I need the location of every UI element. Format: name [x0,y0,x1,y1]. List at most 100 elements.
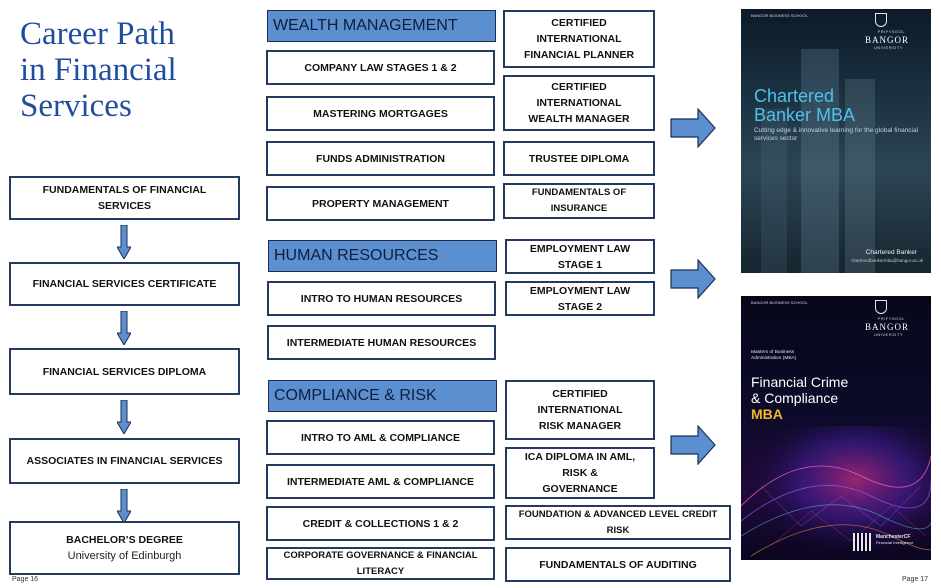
section-header-wealth: WEALTH MANAGEMENT [267,10,496,42]
qualification-line: FOUNDATION & ADVANCED LEVEL CREDIT RISK [518,508,718,536]
title-line-2: in Financial [20,52,177,88]
qualification-box: CERTIFIED INTERNATIONAL WEALTH MANAGER [503,75,655,131]
course-label: INTERMEDIATE HUMAN RESOURCES [286,336,477,349]
qualification-box: EMPLOYMENT LAW STAGE 1 [505,239,655,274]
uni-tag: UNIVERSITY [873,45,903,50]
path-label: BACHELOR’S DEGREE [66,534,183,546]
course-label: MASTERING MORTGAGES [313,107,448,120]
building-graphic [761,109,787,273]
qualification-box: FUNDAMENTALS OF INSURANCE [503,183,655,219]
qualification-line: EMPLOYMENT LAW STAGE 1 [529,242,631,271]
cover-title: Financial Crime & Compliance [751,374,926,406]
path-label: FINANCIAL SERVICES CERTIFICATE [32,278,217,290]
course-box: FUNDS ADMINISTRATION [266,141,495,176]
path-box-associates: ASSOCIATES IN FINANCIAL SERVICES [9,438,240,484]
qualification-line: CERTIFIED INTERNATIONAL [536,17,622,45]
brochure-cover-chartered-banker: BANGOR BUSINESS SCHOOL PRIFYSGOL BANGOR … [741,9,931,273]
uni-name: BANGOR [864,35,909,45]
partner-tag: Financial Intelligence [876,540,914,545]
qualification-line: FUNDAMENTALS OF AUDITING [539,558,697,571]
uni-tag: UNIVERSITY [873,332,903,337]
right-arrow-icon [670,259,716,299]
right-arrow-icon [670,425,716,465]
building-graphic [801,49,839,273]
course-box: INTRO TO HUMAN RESOURCES [267,281,496,316]
course-label: CREDIT & COLLECTIONS 1 & 2 [302,517,459,530]
crest-icon [875,300,887,314]
partner-logo: ManchesterCF Financial Intelligence [876,534,931,546]
path-box-bachelors: BACHELOR’S DEGREE University of Edinburg… [9,521,240,575]
qualification-box: CERTIFIED INTERNATIONAL FINANCIAL PLANNER [503,10,655,68]
down-arrow-icon [117,400,131,434]
page-title: Career Path in Financial Services [20,16,250,124]
partner-logo-icon [853,533,871,551]
page-number-left: Page 16 [12,576,39,583]
qualification-box: CERTIFIED INTERNATIONAL RISK MANAGER [505,380,655,440]
path-box-certificate: FINANCIAL SERVICES CERTIFICATE [9,262,240,306]
qualification-line: EMPLOYMENT LAW STAGE 2 [529,284,631,313]
path-label: FINANCIAL SERVICES DIPLOMA [42,365,207,378]
course-box: INTRO TO AML & COMPLIANCE [266,420,495,455]
title-line-1: Career Path [20,16,175,52]
cover-subheading-line: Administration (MBA) [751,356,797,361]
path-sublabel: University of Edinburgh [67,550,182,562]
qualification-line: WEALTH MANAGER [528,113,630,125]
school-name: BANGOR BUSINESS SCHOOL [751,13,808,18]
course-label: INTRO TO HUMAN RESOURCES [300,292,463,305]
section-header-hr: HUMAN RESOURCES [268,240,497,272]
cover-brand: Chartered Banker [865,249,917,256]
qualification-box: TRUSTEE DIPLOMA [503,141,655,176]
course-label: PROPERTY MANAGEMENT [312,197,449,210]
section-header-compliance: COMPLIANCE & RISK [268,380,497,412]
uni-name: BANGOR [864,322,909,332]
qualification-line: CERTIFIED INTERNATIONAL [537,388,623,416]
qualification-box: ICA DIPLOMA IN AML, RISK & GOVERNANCE [505,447,655,499]
qualification-line: FUNDAMENTALS OF INSURANCE [531,187,627,214]
course-label: COMPANY LAW STAGES 1 & 2 [304,61,457,74]
cover-title: Chartered Banker MBA [754,87,924,125]
qualification-line: TRUSTEE DIPLOMA [528,152,630,165]
course-box: MASTERING MORTGAGES [266,96,495,131]
partner-name: ManchesterCF [876,534,911,540]
building-graphic [845,79,875,273]
course-box: INTERMEDIATE AML & COMPLIANCE [266,464,495,499]
course-box: COMPANY LAW STAGES 1 & 2 [266,50,495,85]
cover-title-line: & Compliance [751,390,839,406]
cover-subheading-line: Masters of Business [751,350,795,355]
qualification-line: GOVERNANCE [542,483,618,495]
path-label: FUNDAMENTALS OF FINANCIAL SERVICES [42,184,207,212]
path-box-fundamentals: FUNDAMENTALS OF FINANCIAL SERVICES [9,176,240,220]
course-box: CORPORATE GOVERNANCE & FINANCIAL LITERAC… [266,547,495,580]
page-number-right: Page 17 [902,576,929,583]
course-label: INTRO TO AML & COMPLIANCE [300,431,461,444]
school-name: BANGOR BUSINESS SCHOOL [751,300,808,305]
cover-title-line: Financial Crime [751,374,849,390]
cover-title-line: Banker MBA [754,105,856,125]
uni-prefix: PRIFYSGOL [877,29,905,34]
course-box: INTERMEDIATE HUMAN RESOURCES [267,325,496,360]
course-label: INTERMEDIATE AML & COMPLIANCE [286,475,475,488]
path-label: ASSOCIATES IN FINANCIAL SERVICES [26,455,223,467]
qualification-line: RISK MANAGER [538,420,622,432]
cover-description: Cutting edge & innovative learning for t… [754,127,919,142]
qualification-line: CERTIFIED INTERNATIONAL [536,81,622,109]
network-graphic [741,426,931,560]
course-label: CORPORATE GOVERNANCE & FINANCIAL LITERAC… [283,549,478,577]
down-arrow-icon [117,225,131,259]
qualification-line: ICA DIPLOMA IN AML, RISK & [524,451,636,479]
course-label: FUNDS ADMINISTRATION [316,152,445,165]
cover-email: charteredbankermba@bangor.ac.uk [851,258,923,263]
cover-mba-label: MBA [751,406,783,422]
path-box-diploma: FINANCIAL SERVICES DIPLOMA [9,348,240,395]
qualification-line: FINANCIAL PLANNER [523,49,635,61]
qualification-box: FUNDAMENTALS OF AUDITING [505,547,731,582]
course-box: PROPERTY MANAGEMENT [266,186,495,221]
qualification-box: EMPLOYMENT LAW STAGE 2 [505,281,655,316]
down-arrow-icon [117,489,131,523]
course-box: CREDIT & COLLECTIONS 1 & 2 [266,506,495,541]
uni-prefix: PRIFYSGOL [877,316,905,321]
title-line-3: Services [20,88,132,124]
right-arrow-icon [670,108,716,148]
cover-subheading: Masters of Business Administration (MBA) [751,350,851,362]
brochure-cover-financial-crime: BANGOR BUSINESS SCHOOL PRIFYSGOL BANGOR … [741,296,931,560]
